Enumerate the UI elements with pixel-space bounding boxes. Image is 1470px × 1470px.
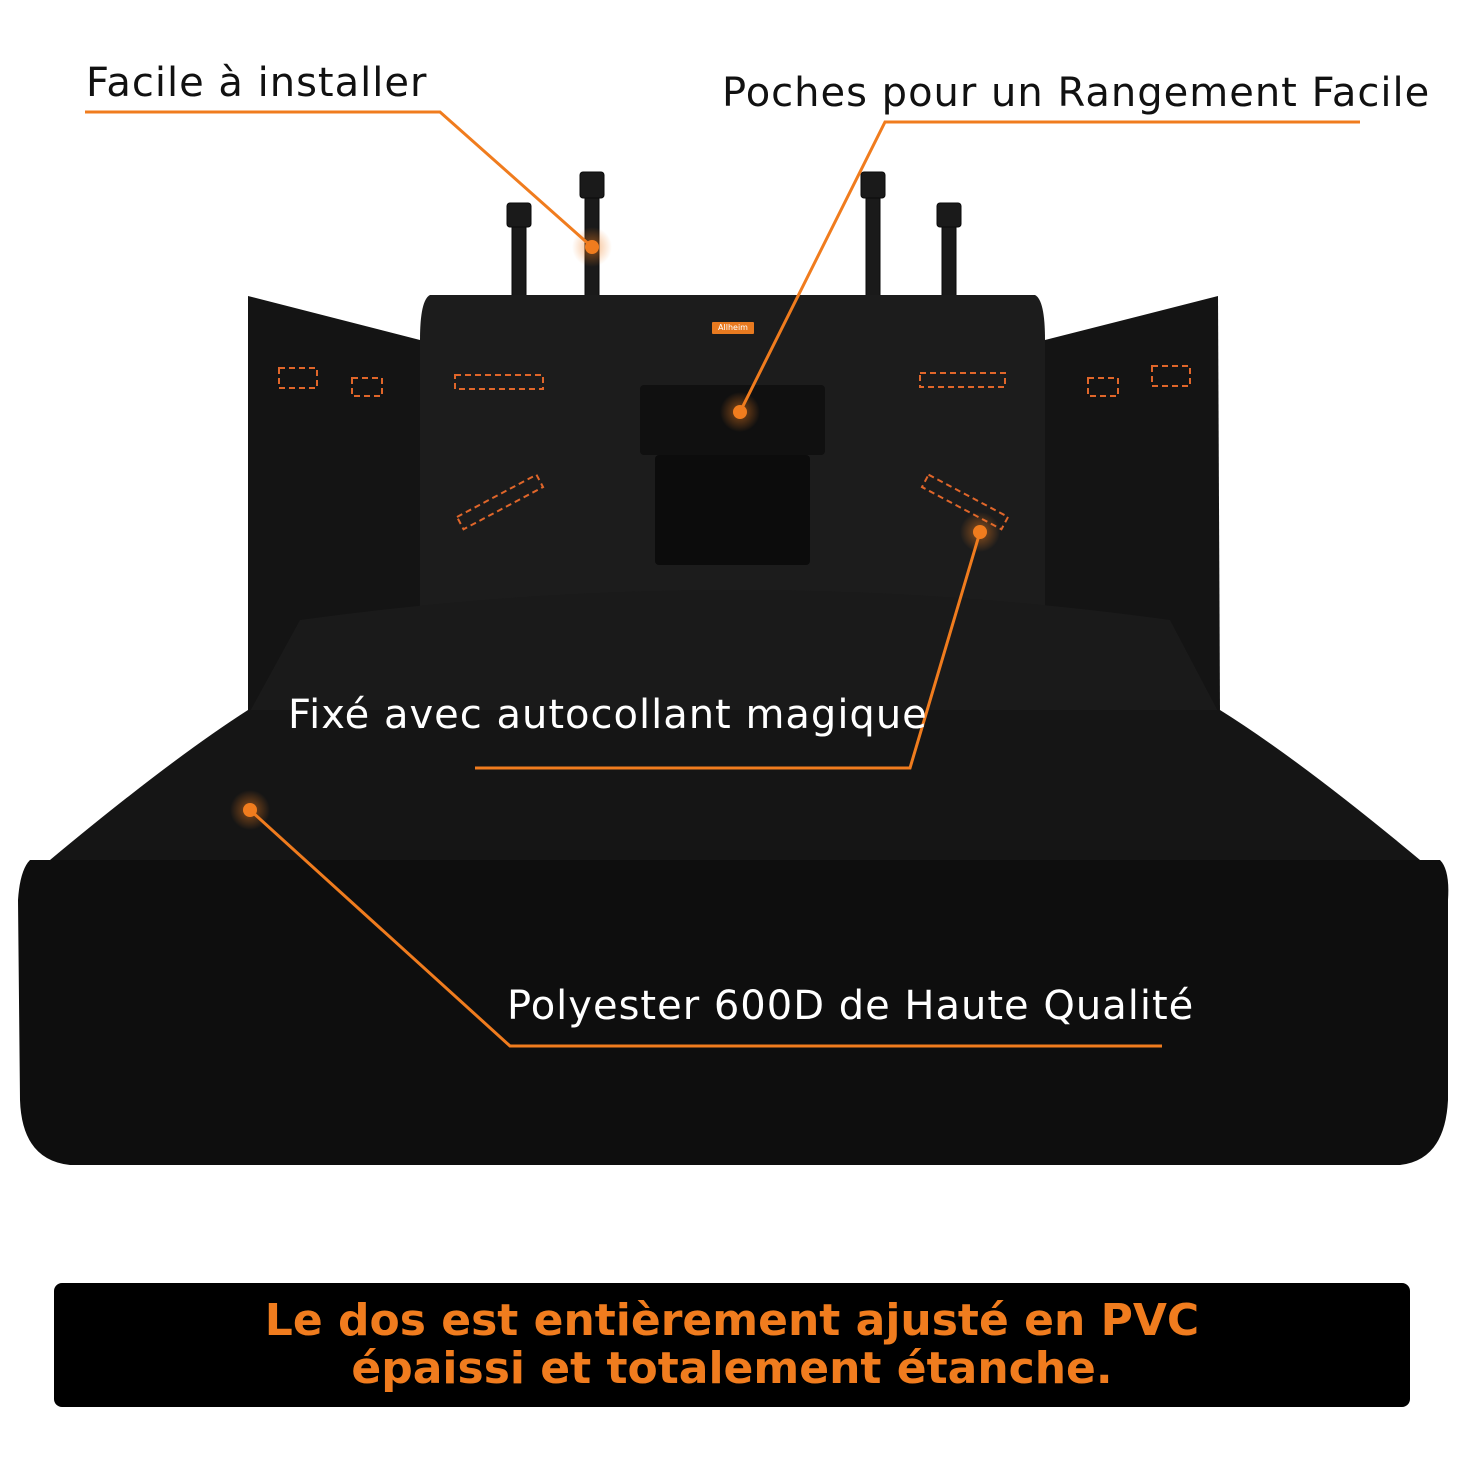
callout-material: Polyester 600D de Haute Qualité [507,983,1195,1029]
seat-surface [248,590,1220,715]
callout-velcro: Fixé avec autocollant magique [288,692,928,738]
banner-line-1: Le dos est entièrement ajusté en PVC [264,1295,1200,1346]
center-pocket [655,455,810,565]
bumper-flap [18,860,1449,1165]
callout-install: Facile à installer [86,60,428,106]
callout-dots [230,227,1000,830]
floor-mat [50,710,1420,860]
waterproof-banner: Le dos est entièrement ajusté en PVC épa… [54,1283,1410,1407]
brand-tag: Allheim [712,322,754,334]
velcro-marks [278,365,1191,531]
strap-buckles [506,171,962,326]
callout-lines [85,110,1360,1048]
callout-pockets: Poches pour un Rangement Facile [722,70,1431,116]
banner-line-2: épaissi et totalement étanche. [351,1343,1113,1394]
